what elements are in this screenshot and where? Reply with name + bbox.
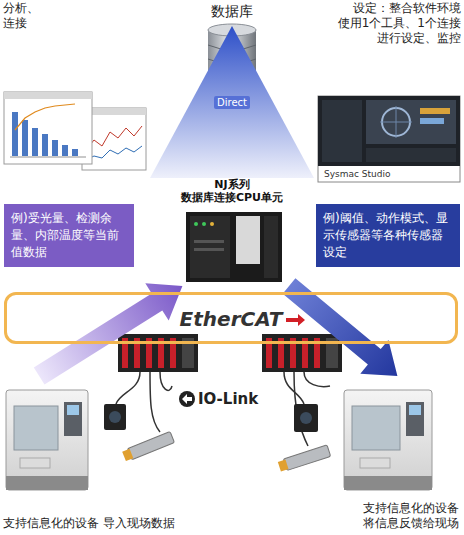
setting-label: 设定：整合软件环境 使用1个工具、1个连接 进行设定、监控: [301, 1, 461, 46]
ethercat-mark: [286, 312, 306, 328]
io-link-master: [118, 334, 342, 372]
flow-arrow: [34, 283, 183, 384]
node-text: 例)受光量、检测余量、内部温度等当前值数据: [11, 210, 127, 261]
node-text: 支持信息化的设备 导入现场数据: [3, 516, 175, 531]
node-text: EtherCAT: [180, 307, 283, 331]
right-machine: [344, 390, 432, 490]
edge-label: Direct: [214, 96, 250, 109]
io-link-icon: [179, 391, 195, 407]
setting-callout: 例)阈值、动作模式、显示传感器等各种传感器设定: [316, 204, 460, 267]
node-text: 支持信息化的设备 将信息反馈给现场: [275, 501, 459, 531]
right-sensors: [278, 404, 331, 472]
left-sensors: [104, 404, 175, 462]
ethercat-arrow: [286, 314, 305, 326]
node-text: 数据库: [188, 2, 276, 20]
analysis-label: 分析、 连接: [3, 1, 47, 31]
ethercat-band: EtherCAT: [4, 292, 458, 344]
sensor-cables: [116, 372, 330, 446]
analysis-screens: [4, 92, 146, 170]
database-node: 数据库: [188, 2, 276, 26]
software-name: Sysmac Studio: [324, 168, 391, 180]
data-callout: 例)受光量、检测余量、内部温度等当前值数据: [4, 204, 134, 267]
field-device-out: 支持信息化的设备 将信息反馈给现场: [272, 376, 462, 533]
left-machine: [6, 390, 88, 490]
sysmac-screenshot: [318, 96, 460, 182]
node-text: NJ系列 数据库连接CPU单元: [170, 178, 294, 204]
direct-arrow: [150, 26, 314, 178]
node-text: 例)阈值、动作模式、显示传感器等各种传感器设定: [323, 210, 453, 261]
io-link-logo: IO-Link: [198, 390, 258, 408]
cpu-unit-image: [186, 212, 282, 282]
cpu-unit-node: NJ系列 数据库连接CPU单元: [170, 178, 294, 286]
field-device-in: 支持信息化的设备 导入现场数据: [0, 376, 178, 533]
